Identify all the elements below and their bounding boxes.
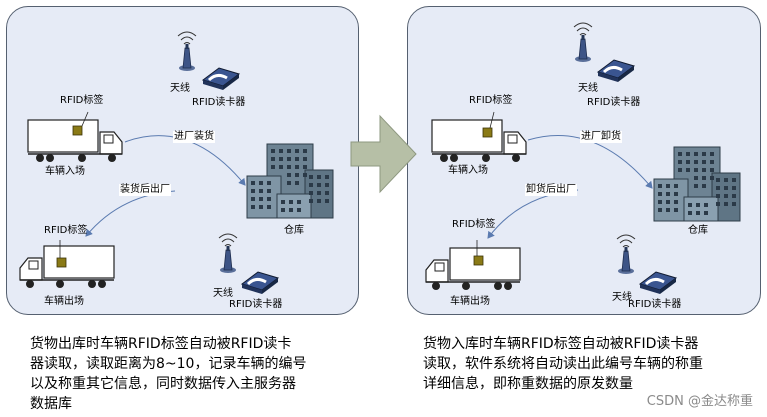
rfid-reader-icon — [240, 270, 280, 296]
rfid-reader-icon — [201, 66, 241, 92]
rfid-reader-label: RFID读卡器 — [587, 97, 641, 108]
flow-arrow — [487, 189, 579, 239]
caption-line: 以及称重其它信息，同时数据传入主服务器 — [30, 376, 296, 392]
rfid-tag-label: RFID标签 — [452, 219, 496, 230]
truck-entering-icon — [27, 111, 123, 163]
rfid-reader-icon — [596, 58, 636, 84]
flow-arrow — [527, 134, 653, 189]
truck-entering-icon — [431, 111, 527, 163]
caption-line: 详细信息，即称重数据的原发数量 — [423, 376, 633, 392]
rfid-tag-label: RFID标签 — [60, 95, 104, 106]
truck-leaving-icon — [425, 240, 521, 291]
antenna-icon — [218, 233, 238, 274]
warehouse-label: 仓库 — [284, 225, 304, 236]
enter-load-label: 进厂装货 — [173, 131, 215, 143]
watermark: CSDN @金达称重 — [646, 394, 753, 409]
antenna-label: 天线 — [170, 83, 190, 94]
truck-leaving-icon — [19, 240, 115, 289]
caption-line: 货物出库时车辆RFID标签自动被RFID读卡 — [30, 336, 292, 352]
enter-unload-label: 进厂卸货 — [580, 131, 622, 143]
rfid-reader-label: RFID读卡器 — [229, 299, 283, 310]
leave-after-unload-label: 卸货后出厂 — [525, 184, 577, 196]
antenna-icon — [573, 22, 593, 63]
leave-after-load-label: 装货后出厂 — [119, 184, 171, 196]
warehouse-icon — [653, 146, 741, 222]
outbound-caption: 货物出库时车辆RFID标签自动被RFID读卡 器读取，读取距离为8~10，记录车… — [30, 334, 306, 414]
flow-arrow — [124, 135, 246, 186]
warehouse-icon — [246, 143, 334, 219]
direction-arrow-icon — [350, 114, 417, 194]
antenna-label: 天线 — [612, 292, 632, 303]
caption-line: 器读取，读取距离为8~10，记录车辆的编号 — [30, 356, 307, 372]
antenna-icon — [177, 31, 197, 72]
vehicle-out-label: 车辆出场 — [450, 296, 490, 307]
vehicle-in-label: 车辆入场 — [45, 166, 85, 177]
rfid-tag-label: RFID标签 — [44, 225, 88, 236]
rfid-reader-label: RFID读卡器 — [192, 97, 246, 108]
caption-line: 数据库 — [30, 396, 72, 412]
vehicle-out-label: 车辆出场 — [44, 296, 84, 307]
caption-line: 货物入库时车辆RFID标签自动被RFID读卡器 — [423, 336, 699, 352]
inbound-caption: 货物入库时车辆RFID标签自动被RFID读卡器 读取，软件系统将自动读出此编号车… — [423, 334, 703, 394]
antenna-label: 天线 — [213, 288, 233, 299]
warehouse-label: 仓库 — [688, 225, 708, 236]
rfid-reader-icon — [638, 270, 678, 296]
rfid-reader-label: RFID读卡器 — [628, 299, 682, 310]
vehicle-in-label: 车辆入场 — [448, 165, 488, 176]
antenna-label: 天线 — [578, 83, 598, 94]
antenna-icon — [616, 234, 636, 275]
rfid-tag-label: RFID标签 — [469, 95, 513, 106]
caption-line: 读取，软件系统将自动读出此编号车辆的称重 — [423, 356, 703, 372]
flow-arrow — [85, 190, 176, 237]
